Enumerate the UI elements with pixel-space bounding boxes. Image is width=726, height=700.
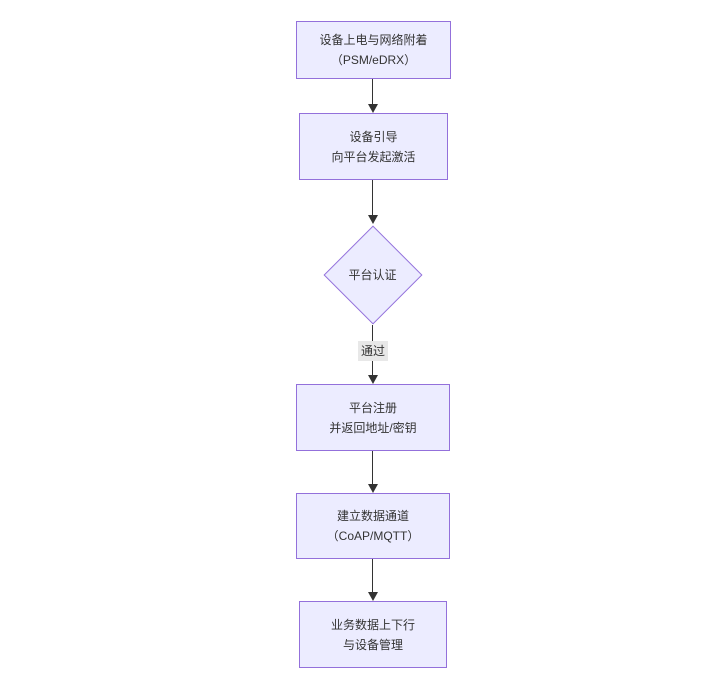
node-text-line: （CoAP/MQTT） [326, 529, 420, 543]
node-text-line: 设备上电与网络附着 [319, 33, 428, 47]
flow-node-data-channel: 建立数据通道 （CoAP/MQTT） [296, 493, 450, 559]
node-text-line: 业务数据上下行 [330, 617, 415, 632]
node-text-line: 与设备管理 [342, 637, 403, 652]
node-text-line: 设备引导 [349, 129, 398, 144]
arrowhead-down-icon [368, 375, 378, 384]
node-text-line: 建立数据通道 [336, 509, 409, 523]
edge-line-1 [372, 79, 373, 104]
arrowhead-down-icon [368, 484, 378, 493]
node-text-line: 并返回地址/密钥 [329, 420, 417, 435]
flow-node-platform-auth: 平台认证 [322, 224, 423, 325]
arrowhead-down-icon [368, 215, 378, 224]
flow-node-power-attach: 设备上电与网络附着 （PSM/eDRX） [296, 21, 451, 79]
flow-node-bootstrap-activate: 设备引导 向平台发起激活 [299, 113, 448, 180]
edge-label-pass: 通过 [357, 341, 389, 361]
edge-line-5 [372, 559, 373, 592]
arrowhead-down-icon [368, 592, 378, 601]
flow-node-business-data: 业务数据上下行 与设备管理 [299, 601, 447, 668]
flow-node-platform-register: 平台注册 并返回地址/密钥 [296, 384, 450, 451]
node-text-line: 平台认证 [348, 268, 397, 282]
node-text-line: 向平台发起激活 [331, 149, 416, 164]
edge-line-2 [372, 180, 373, 215]
edge-line-4 [372, 451, 373, 484]
node-text-line: （PSM/eDRX） [330, 53, 417, 67]
node-text-line: 平台注册 [348, 400, 397, 415]
arrowhead-down-icon [368, 104, 378, 113]
